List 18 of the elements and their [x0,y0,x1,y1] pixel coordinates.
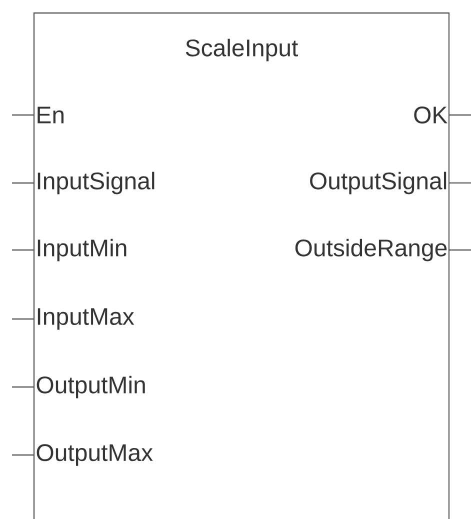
pin-line [449,182,471,184]
pin-line [12,454,34,456]
pin-label: OutputMax [36,444,153,466]
pin-label: OK [414,106,448,124]
pin-line [12,182,34,184]
pin-line [12,249,34,251]
pin-label: OutsideRange [295,238,447,262]
pin-label: En [38,106,64,124]
pin-label: OutputMin [36,376,145,398]
pin-line [449,249,471,251]
pin-label: InputMax [38,308,134,330]
pin-line [12,114,34,116]
pin-label: InputSignal [38,172,154,194]
pin-label: OutputSignal [310,172,446,194]
pin-line [12,318,34,320]
pin-label: InputMin [38,238,126,262]
pin-line [449,114,471,116]
pin-line [12,386,34,388]
